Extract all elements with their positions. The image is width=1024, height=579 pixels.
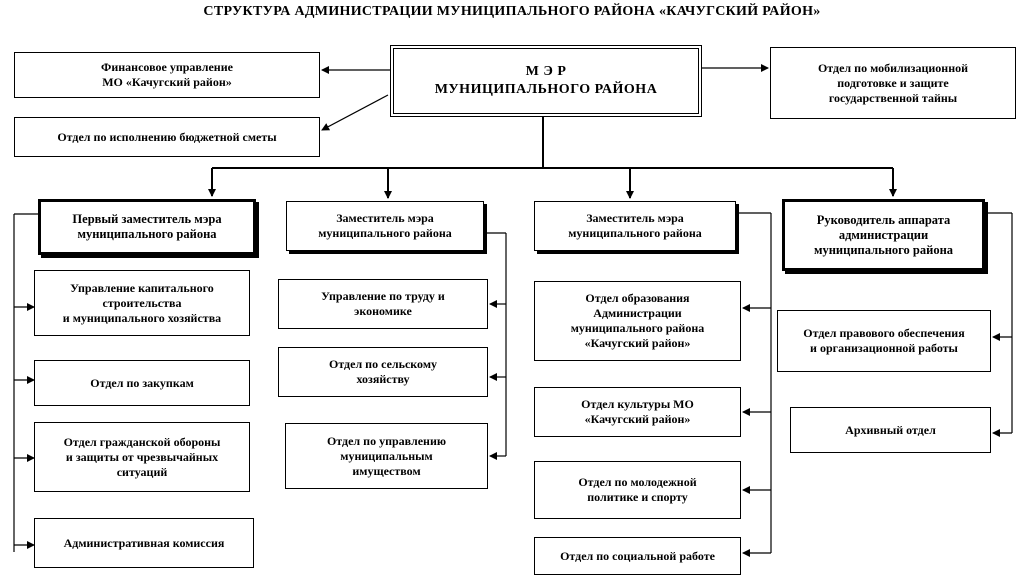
administrative-commission-box: Административная комиссия <box>34 518 254 568</box>
youth-sport-department-box: Отдел по молодежной политике и спорту <box>534 461 741 519</box>
capital-construction-department-box: Управление капитального строительства и … <box>34 270 250 336</box>
social-work-department-box: Отдел по социальной работе <box>534 537 741 575</box>
deputy-mayor-2-box: Заместитель мэра муниципального района <box>286 201 484 251</box>
archive-department-box: Архивный отдел <box>790 407 991 453</box>
labor-economy-department-box: Управление по труду и экономике <box>278 279 488 329</box>
mayor-box: М Э Р МУНИЦИПАЛЬНОГО РАЙОНА <box>390 45 702 117</box>
head-of-administration-apparatus-box: Руководитель аппарата администрации муни… <box>782 199 985 271</box>
culture-department-box: Отдел культуры МО «Качугский район» <box>534 387 741 437</box>
municipal-property-department-box: Отдел по управлению муниципальным имущес… <box>285 423 488 489</box>
deputy-mayor-3-box: Заместитель мэра муниципального района <box>534 201 736 251</box>
legal-organizational-department-box: Отдел правового обеспечения и организаци… <box>777 310 991 372</box>
agriculture-department-box: Отдел по сельскому хозяйству <box>278 347 488 397</box>
education-department-box: Отдел образования Администрации муниципа… <box>534 281 741 361</box>
first-deputy-mayor-box: Первый заместитель мэра муниципального р… <box>38 199 256 255</box>
diagram-title: СТРУКТУРА АДМИНИСТРАЦИИ МУНИЦИПАЛЬНОГО Р… <box>203 4 821 19</box>
budget-execution-department-box: Отдел по исполнению бюджетной сметы <box>14 117 320 157</box>
arrow-mayor-budget <box>321 94 389 131</box>
finance-department-box: Финансовое управление МО «Качугский райо… <box>14 52 320 98</box>
mobilization-department-box: Отдел по мобилизационной подготовке и за… <box>770 47 1016 119</box>
civil-defense-department-box: Отдел гражданской обороны и защиты от чр… <box>34 422 250 492</box>
procurement-department-box: Отдел по закупкам <box>34 360 250 406</box>
